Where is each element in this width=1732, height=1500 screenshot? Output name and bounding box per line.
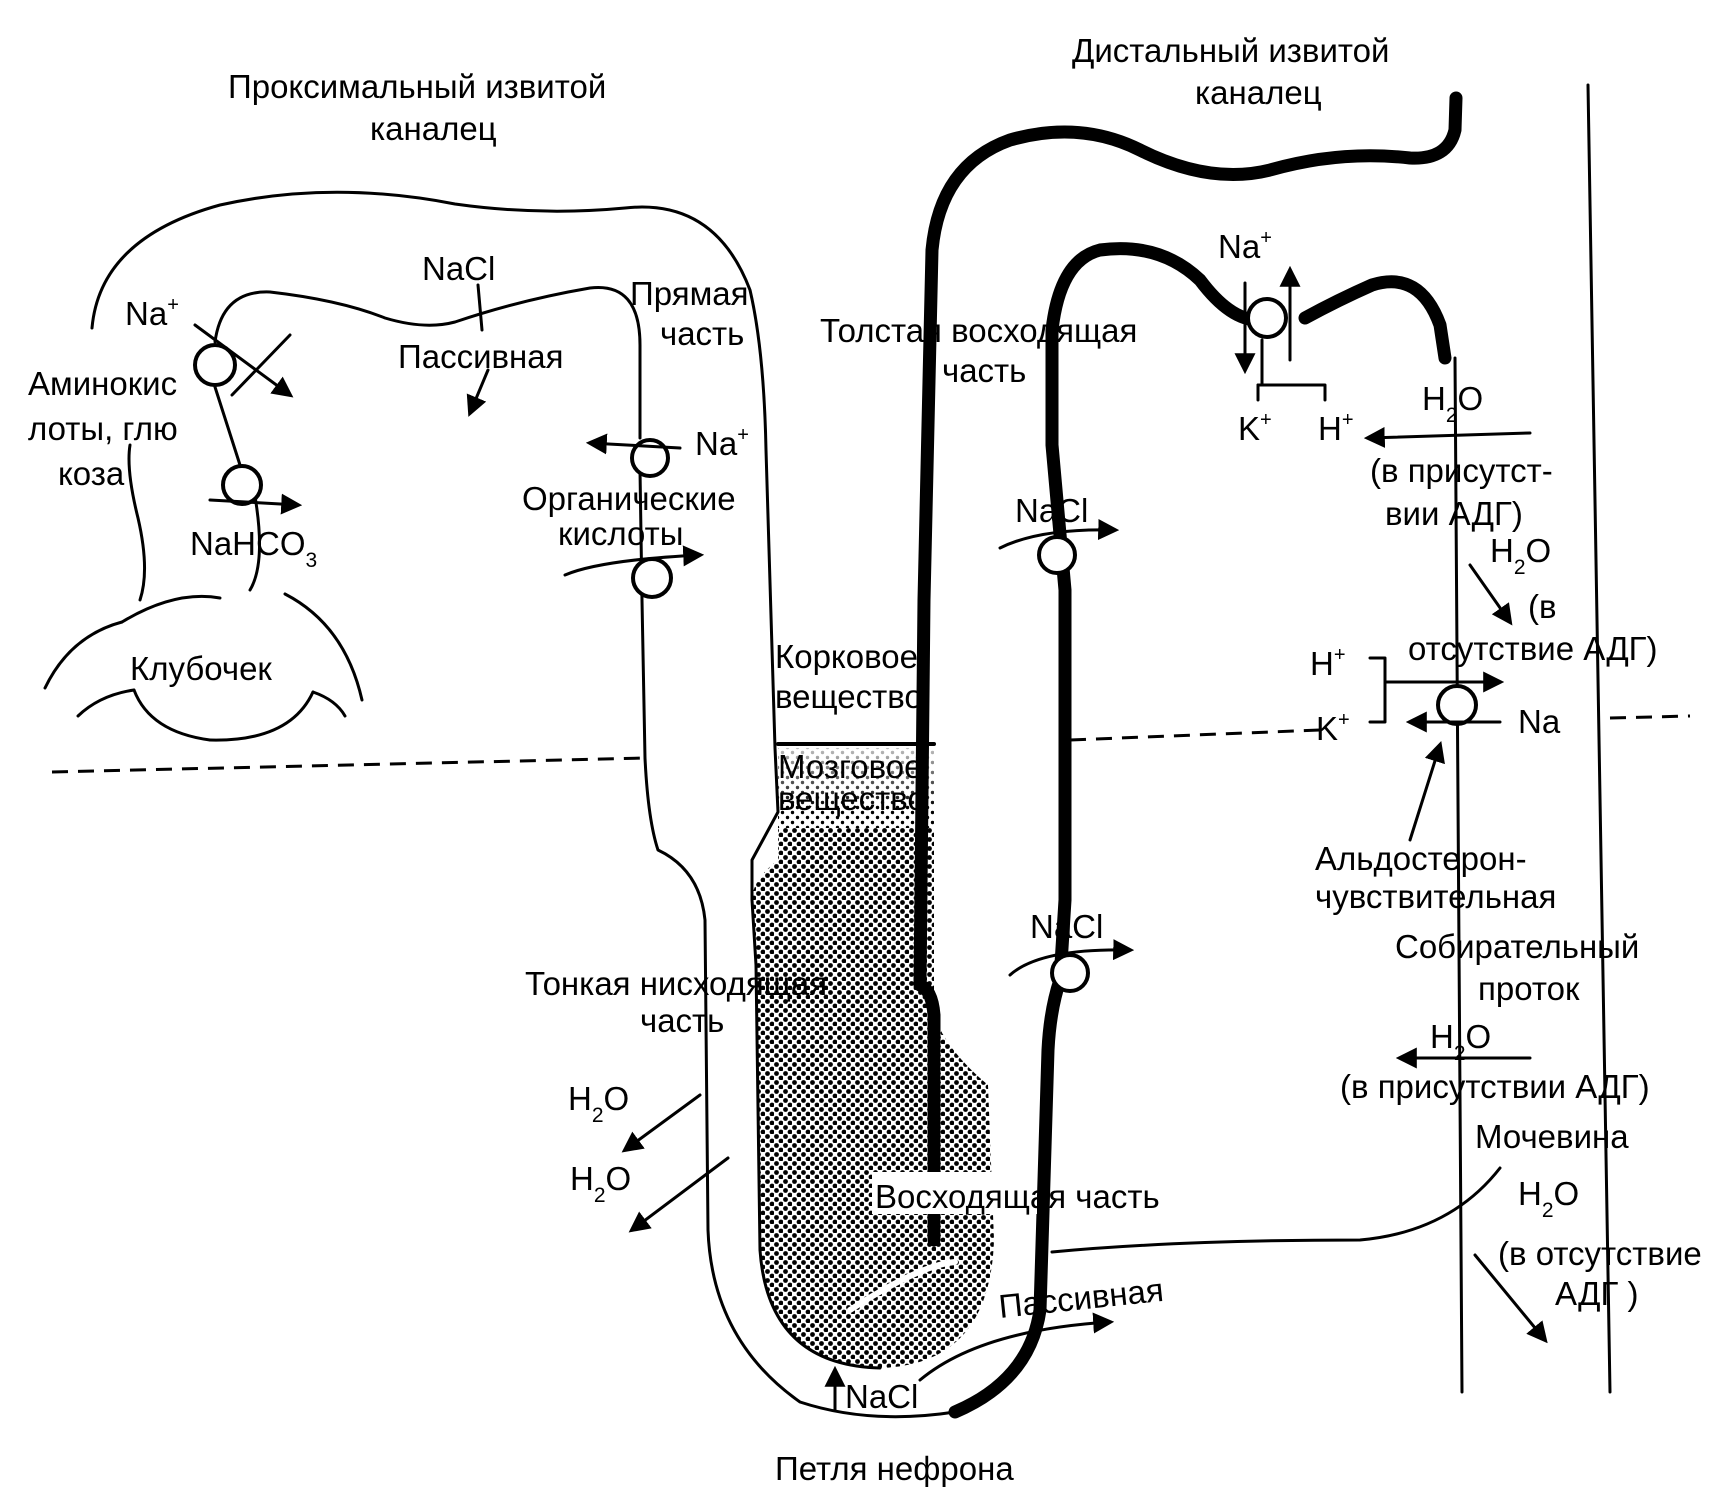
label-nacl-loop: NaCl	[845, 1378, 918, 1415]
label-nacl-thick-lower: NaCl	[1030, 908, 1103, 945]
label-adh-presence-line2: вии АДГ)	[1385, 495, 1523, 532]
label-straight-line2: часть	[660, 315, 744, 352]
label-adh-collect-absence-line1: (в отсутствие	[1498, 1235, 1702, 1272]
label-k-distal: K+	[1238, 409, 1272, 447]
label-glomerulus: Клубочек	[130, 650, 272, 687]
transporter-nahco3	[221, 464, 263, 506]
label-proximal-line1: Проксимальный извитой	[228, 68, 606, 105]
label-h2o-absence: H2O	[1490, 532, 1551, 579]
cortex-medulla-boundary	[51, 714, 1691, 774]
transporter-nacl-lower	[1050, 953, 1090, 993]
label-amino-line2: лоты, глю	[28, 410, 178, 447]
label-h2o-collect-presence: H2O	[1430, 1018, 1491, 1065]
label-distal-line1: Дистальный извитой	[1072, 32, 1389, 69]
glomerulus	[43, 592, 364, 742]
transporter-na-amino	[193, 343, 237, 387]
label-aldo-line1: Альдостерон-	[1315, 840, 1527, 877]
label-medulla-line1: Мозговое	[778, 748, 923, 785]
label-thick-asc-line1: Толстая восходящая	[820, 312, 1137, 349]
transporter-nacl-upper	[1037, 535, 1077, 575]
label-h2o-collect-absence: H2O	[1518, 1175, 1579, 1222]
label-adh-collect-presence: (в присутствии АДГ)	[1340, 1068, 1650, 1105]
medulla-interstitium	[752, 748, 994, 1368]
label-na-collect: Na	[1518, 703, 1561, 740]
arrows	[193, 265, 1548, 1412]
label-k-collect: K+	[1316, 709, 1350, 747]
label-nacl-prox: NaCl	[422, 250, 495, 287]
label-amino-line1: Аминокис	[28, 365, 177, 402]
label-collecting-line2: проток	[1478, 970, 1580, 1007]
label-adh-absence-line1: (в	[1528, 588, 1557, 625]
label-organic-line1: Органические	[522, 480, 736, 517]
label-adh-collect-absence-line2: АДГ )	[1555, 1275, 1638, 1312]
label-thin-desc-line2: часть	[640, 1002, 724, 1039]
label-proximal-line2: каналец	[370, 110, 497, 147]
label-h2o-desc1: H2O	[568, 1080, 629, 1127]
transporter-na-straight	[630, 438, 670, 478]
label-loop: Петля нефрона	[775, 1450, 1014, 1487]
label-adh-absence-line2: отсутствие АДГ)	[1408, 630, 1658, 667]
label-medulla-line2: вещество	[778, 780, 926, 817]
label-organic-line2: кислоты	[558, 515, 683, 552]
thick-ascending-limb	[913, 91, 1463, 1419]
label-na-prox: Na+	[125, 294, 179, 332]
label-h-collect: H+	[1310, 644, 1346, 682]
label-aldo-line2: чувствительная	[1315, 878, 1556, 915]
label-distal-line2: каналец	[1195, 74, 1322, 111]
label-cortex-line1: Корковое	[775, 638, 918, 675]
label-na-distal: Na+	[1218, 227, 1272, 265]
label-adh-presence-line1: (в присутст-	[1370, 452, 1553, 489]
label-straight-line1: Прямая	[630, 275, 748, 312]
label-na-straight: Na+	[695, 424, 749, 462]
label-thick-asc-line2: часть	[942, 352, 1026, 389]
label-passive-loop: Пассивная	[997, 1271, 1165, 1325]
label-ascending: Восходящая часть	[875, 1178, 1160, 1215]
label-amino-line3: коза	[58, 455, 125, 492]
transporter-organic	[631, 557, 673, 599]
label-h2o-desc2: H2O	[570, 1160, 631, 1207]
label-nacl-thick-upper: NaCl	[1015, 492, 1088, 529]
label-cortex-line2: вещество	[775, 678, 923, 715]
labels: Проксимальный извитой каналец Дистальный…	[28, 32, 1702, 1487]
collecting-duct	[1050, 83, 1612, 1394]
transporter-na-k-distal	[1246, 297, 1288, 339]
proximal-tubule	[90, 190, 957, 1419]
label-h2o-presence: H2O	[1422, 380, 1483, 427]
label-collecting-line1: Собирательный	[1395, 928, 1639, 965]
label-thin-desc-line1: Тонкая нисходящая	[525, 965, 827, 1002]
label-passive-prox: Пассивная	[398, 338, 563, 375]
label-urea: Мочевина	[1475, 1118, 1629, 1155]
label-h-distal: H+	[1318, 409, 1354, 447]
label-nahco3: NaHCO3	[190, 525, 317, 572]
transporter-na-collect	[1436, 684, 1478, 726]
